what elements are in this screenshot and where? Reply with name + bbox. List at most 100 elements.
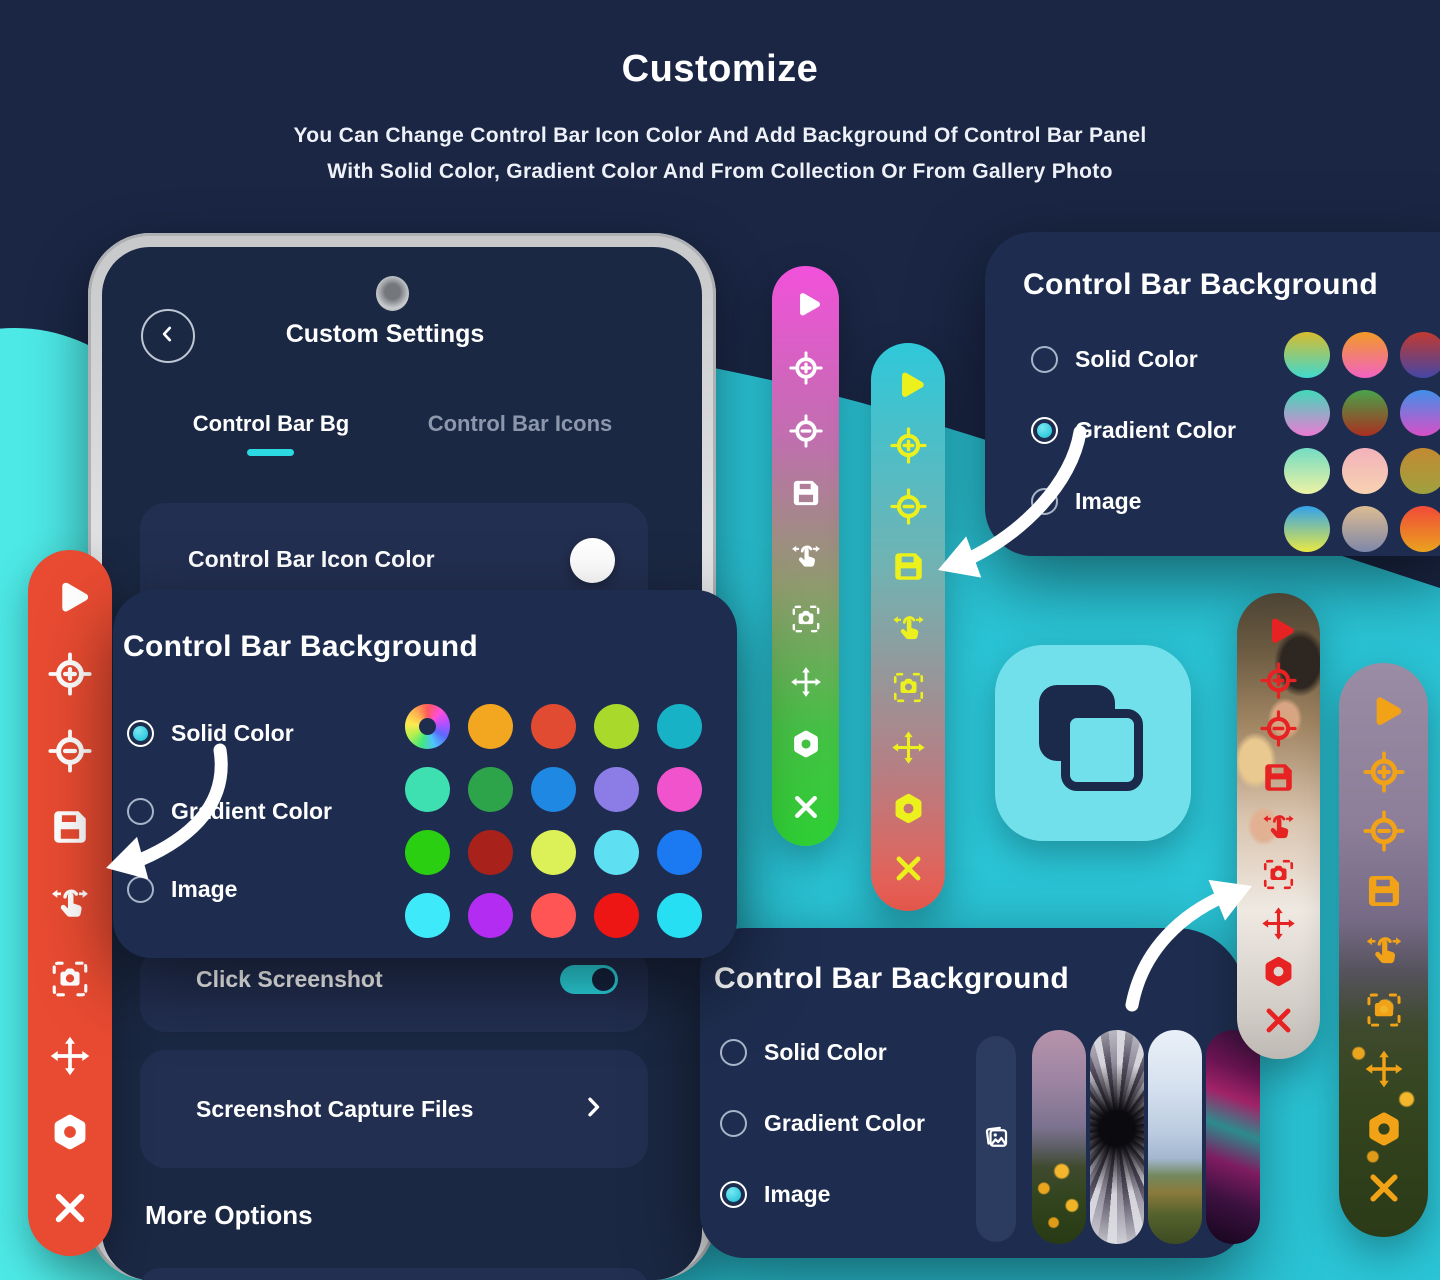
- color-swatch[interactable]: [594, 704, 639, 749]
- back-button[interactable]: [141, 309, 195, 363]
- zoom-out-icon[interactable]: [48, 728, 92, 773]
- save-icon[interactable]: [1363, 870, 1405, 912]
- play-icon[interactable]: [48, 576, 92, 620]
- screenshot-icon[interactable]: [48, 957, 92, 1001]
- play-icon[interactable]: [1260, 613, 1297, 650]
- settings-hex-icon[interactable]: [1260, 953, 1297, 990]
- settings-hex-icon[interactable]: [789, 727, 823, 761]
- zoom-in-icon[interactable]: [1362, 750, 1405, 793]
- zoom-out-icon[interactable]: [1362, 810, 1405, 852]
- color-swatch[interactable]: [405, 767, 450, 812]
- color-swatch[interactable]: [405, 830, 450, 875]
- move-icon[interactable]: [789, 665, 823, 699]
- screenshot-icon[interactable]: [890, 669, 927, 706]
- radio-option-label: Gradient Color: [171, 798, 333, 824]
- zoom-in-icon[interactable]: [788, 351, 823, 385]
- color-swatch[interactable]: [531, 893, 576, 938]
- gradient-swatch[interactable]: [1284, 390, 1330, 436]
- settings-hex-icon[interactable]: [48, 1110, 92, 1154]
- radio-option-solid-color[interactable]: Solid Color: [720, 1039, 925, 1066]
- winter-forest-thumbnail[interactable]: [1148, 1030, 1202, 1244]
- color-swatch[interactable]: [468, 893, 513, 938]
- radio-option-solid-color[interactable]: Solid Color: [127, 720, 332, 747]
- radio-option-label: Solid Color: [764, 1039, 887, 1065]
- gradient-swatch[interactable]: [1342, 448, 1388, 494]
- radio-option-gradient-color[interactable]: Gradient Color: [127, 798, 332, 825]
- radio-option-gradient-color[interactable]: Gradient Color: [720, 1110, 925, 1137]
- color-swatch[interactable]: [468, 830, 513, 875]
- color-swatch[interactable]: [594, 893, 639, 938]
- zoom-out-icon[interactable]: [889, 488, 927, 525]
- gradient-swatch[interactable]: [1342, 506, 1388, 552]
- touch-drag-icon[interactable]: [890, 609, 927, 646]
- color-swatch[interactable]: [405, 893, 450, 938]
- tab-control-bar-icons[interactable]: Control Bar Icons: [427, 411, 613, 436]
- touch-drag-icon[interactable]: [789, 539, 823, 573]
- radio-option-image[interactable]: Image: [127, 876, 332, 903]
- move-icon[interactable]: [1363, 1048, 1405, 1090]
- radio-option-solid-color[interactable]: Solid Color: [1031, 346, 1236, 373]
- radio-option-image[interactable]: Image: [1031, 488, 1236, 515]
- dandelion-macro-thumbnail[interactable]: [1090, 1030, 1144, 1244]
- gradient-swatch[interactable]: [1400, 506, 1440, 552]
- move-icon[interactable]: [48, 1034, 92, 1078]
- color-swatch[interactable]: [468, 704, 513, 749]
- color-swatch[interactable]: [531, 830, 576, 875]
- screenshot-icon[interactable]: [789, 602, 823, 636]
- gallery-picker-button[interactable]: [976, 1036, 1016, 1242]
- color-swatch[interactable]: [594, 767, 639, 812]
- gradient-swatch[interactable]: [1284, 506, 1330, 552]
- close-icon[interactable]: [1260, 1002, 1297, 1039]
- icon-color-swatch[interactable]: [570, 538, 615, 583]
- screenshot-icon[interactable]: [1260, 856, 1297, 893]
- close-icon[interactable]: [1363, 1167, 1405, 1209]
- color-swatch[interactable]: [531, 767, 576, 812]
- gradient-swatch[interactable]: [1284, 448, 1330, 494]
- settings-hex-icon[interactable]: [890, 790, 927, 827]
- zoom-in-icon[interactable]: [889, 427, 927, 464]
- color-swatch[interactable]: [531, 704, 576, 749]
- zoom-out-icon[interactable]: [788, 413, 823, 448]
- zoom-out-icon[interactable]: [1260, 710, 1297, 747]
- capture-files-row[interactable]: [140, 1050, 648, 1168]
- screenshot-icon[interactable]: [1363, 989, 1405, 1031]
- touch-drag-icon[interactable]: [1363, 929, 1405, 971]
- save-icon[interactable]: [1260, 759, 1297, 796]
- gradient-swatch[interactable]: [1284, 332, 1330, 378]
- gradient-swatch[interactable]: [1400, 390, 1440, 436]
- radio-option-gradient-color[interactable]: Gradient Color: [1031, 417, 1236, 444]
- close-icon[interactable]: [48, 1186, 92, 1230]
- click-screenshot-toggle[interactable]: [560, 965, 618, 994]
- color-swatch[interactable]: [657, 767, 702, 812]
- play-icon[interactable]: [789, 288, 823, 322]
- color-swatch[interactable]: [657, 704, 702, 749]
- gradient-swatch[interactable]: [1342, 390, 1388, 436]
- color-swatch[interactable]: [657, 830, 702, 875]
- radio-option-image[interactable]: Image: [720, 1181, 925, 1208]
- gradient-swatch[interactable]: [1400, 448, 1440, 494]
- color-wheel-swatch[interactable]: [405, 704, 450, 749]
- gradient-swatch[interactable]: [1342, 332, 1388, 378]
- close-icon[interactable]: [789, 790, 823, 824]
- touch-drag-icon[interactable]: [48, 881, 92, 925]
- tab-control-bar-bg[interactable]: Control Bar Bg: [192, 411, 350, 436]
- move-icon[interactable]: [890, 729, 927, 766]
- play-icon[interactable]: [1363, 691, 1405, 733]
- color-swatch[interactable]: [657, 893, 702, 938]
- color-swatch[interactable]: [594, 830, 639, 875]
- zoom-in-icon[interactable]: [48, 652, 92, 696]
- save-icon[interactable]: [48, 805, 92, 849]
- save-icon[interactable]: [789, 476, 823, 510]
- feather-abstract-thumbnail[interactable]: [1206, 1030, 1260, 1244]
- sunflower-field-thumbnail[interactable]: [1032, 1030, 1086, 1244]
- gradient-swatch[interactable]: [1400, 332, 1440, 378]
- close-icon[interactable]: [890, 850, 927, 887]
- color-swatch[interactable]: [468, 767, 513, 812]
- move-icon[interactable]: [1260, 905, 1297, 942]
- save-icon[interactable]: [890, 548, 927, 585]
- play-icon[interactable]: [890, 367, 927, 404]
- touch-drag-icon[interactable]: [1260, 808, 1297, 845]
- zoom-in-icon[interactable]: [1260, 662, 1297, 699]
- settings-hex-icon[interactable]: [1363, 1108, 1405, 1150]
